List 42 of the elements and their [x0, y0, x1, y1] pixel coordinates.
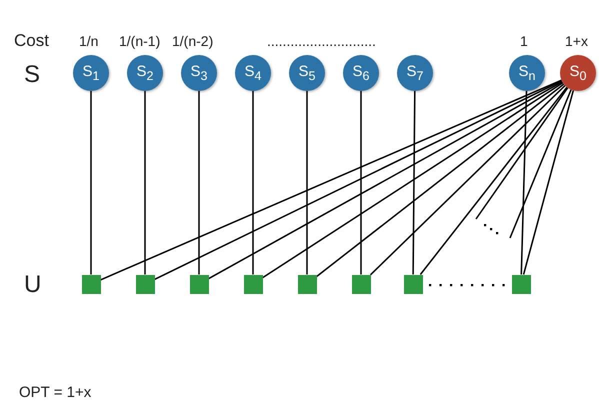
connector-line [90, 91, 92, 274]
element-square [512, 274, 530, 294]
cost-value: 1/(n-1) [119, 34, 160, 48]
formula-text: OPT = 1+x [19, 384, 92, 400]
connector-line [316, 84, 564, 278]
connector-line [522, 90, 574, 275]
set-circle: S$_{1}$ [73, 55, 109, 91]
element-square [136, 274, 154, 294]
connector-line [198, 91, 200, 274]
connector-line [509, 89, 572, 238]
row-label: S [24, 63, 40, 88]
element-square [404, 274, 422, 294]
connector-line [475, 87, 568, 220]
set-circle: S$_{2}$ [127, 55, 163, 91]
connector-line [412, 91, 416, 274]
connector-line [370, 84, 566, 276]
connector-line [252, 91, 254, 274]
element-square [298, 274, 316, 294]
connector-line [360, 91, 362, 274]
connector-line [420, 86, 568, 275]
cost-value: 1/(n-2) [172, 34, 214, 48]
connector-line [144, 91, 146, 274]
element-square [190, 274, 208, 294]
connector-line [306, 91, 308, 274]
set-circle: S$_{0}$ [560, 55, 596, 91]
set-circle: S$_{n}$ [509, 55, 545, 91]
set-circle: S$_{5}$ [289, 55, 325, 91]
row-label: Cost [14, 32, 49, 49]
connector-line [520, 90, 528, 275]
set-circle: S$_{7}$ [397, 55, 433, 91]
cost-value: 1/n [79, 34, 98, 48]
connector-line [262, 82, 564, 278]
ellipsis-text: ............................ [267, 34, 376, 48]
element-square [82, 274, 100, 294]
element-square [352, 274, 370, 294]
set-circle: S$_{3}$ [181, 55, 217, 91]
row-label: U [24, 273, 42, 298]
set-circle: S$_{6}$ [343, 55, 379, 91]
cost-value: 1 [520, 34, 528, 48]
cost-value: 1+x [565, 34, 588, 48]
set-circle: S$_{4}$ [235, 55, 271, 91]
element-square [244, 274, 262, 294]
